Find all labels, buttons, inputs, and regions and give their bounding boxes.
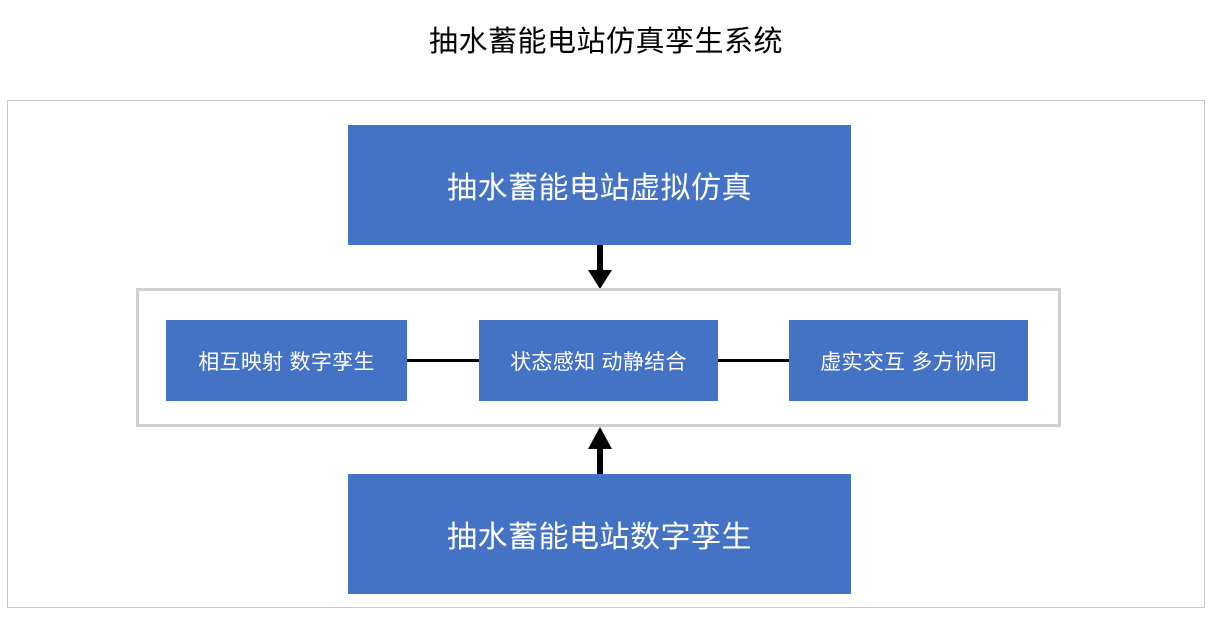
- up-arrow-glyph: [588, 427, 612, 475]
- node-state-awareness-label: 状态感知 动静结合: [510, 350, 687, 374]
- node-virtual-real-interaction-label: 虚实交互 多方协同: [820, 350, 997, 374]
- up-arrow: [585, 427, 615, 475]
- node-mutual-mapping[interactable]: 相互映射 数字孪生: [166, 320, 407, 401]
- down-arrow-glyph: [588, 245, 612, 289]
- node-virtual-real-interaction[interactable]: 虚实交互 多方协同: [789, 320, 1028, 401]
- down-arrow: [585, 245, 615, 289]
- diagram-canvas: 抽水蓄能电站虚拟仿真 相互映射 数字孪生 状态感知 动静结合 虚实交互 多方协同…: [7, 100, 1205, 608]
- node-digital-twin-label: 抽水蓄能电站数字孪生: [447, 521, 752, 554]
- node-digital-twin[interactable]: 抽水蓄能电站数字孪生: [348, 474, 851, 594]
- node-virtual-simulation[interactable]: 抽水蓄能电站虚拟仿真: [348, 125, 851, 245]
- connector-line-1: [407, 359, 479, 362]
- node-state-awareness[interactable]: 状态感知 动静结合: [479, 320, 718, 401]
- page-title: 抽水蓄能电站仿真孪生系统: [428, 26, 783, 58]
- node-virtual-simulation-label: 抽水蓄能电站虚拟仿真: [447, 172, 752, 205]
- node-mutual-mapping-label: 相互映射 数字孪生: [198, 350, 375, 374]
- connector-line-2: [718, 359, 789, 362]
